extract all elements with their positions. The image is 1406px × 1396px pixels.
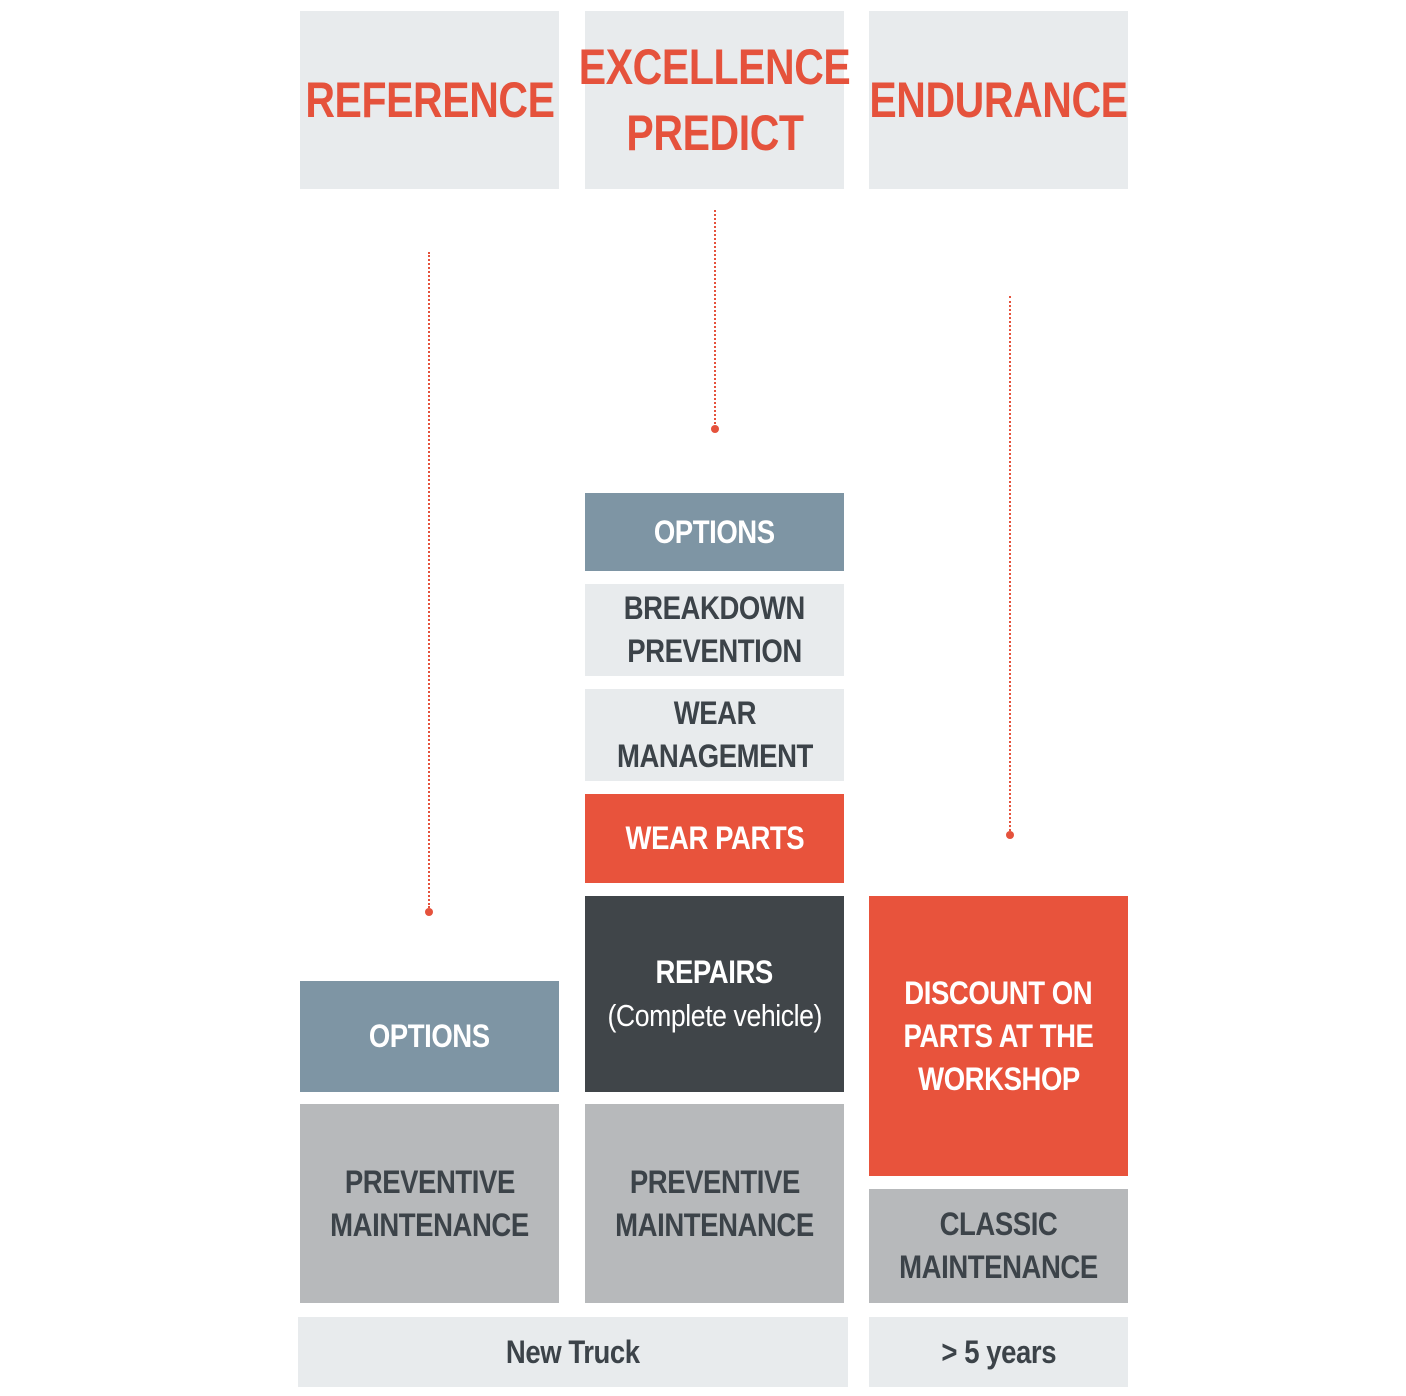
excellence-preventive-maintenance-block: PREVENTIVE MAINTENANCE	[585, 1104, 844, 1303]
footer-five-years-label: > 5 years	[941, 1333, 1056, 1370]
wear-parts-label: WEAR PARTS	[625, 820, 804, 856]
wear-management-block: WEAR MANAGEMENT	[585, 689, 844, 781]
repairs-block: REPAIRS (Complete vehicle)	[585, 896, 844, 1092]
excellence-options-label: OPTIONS	[654, 513, 775, 550]
endurance-connector-line	[1009, 296, 1011, 831]
repairs-line1: REPAIRS	[655, 954, 774, 990]
excellence-options-block: OPTIONS	[585, 493, 844, 571]
reference-options-block: OPTIONS	[300, 981, 559, 1092]
footer-new-truck: New Truck	[298, 1317, 848, 1387]
reference-preventive-line2: MAINTENANCE	[330, 1206, 529, 1243]
breakdown-line2: PREVENTION	[627, 633, 802, 669]
reference-preventive-line1: PREVENTIVE	[344, 1163, 515, 1200]
header-endurance-label: ENDURANCE	[869, 72, 1128, 128]
discount-line2: PARTS AT THE	[903, 1017, 1094, 1054]
discount-parts-block: DISCOUNT ON PARTS AT THE WORKSHOP	[869, 896, 1128, 1176]
wear-management-line2: MANAGEMENT	[616, 738, 813, 774]
header-reference: REFERENCE	[300, 11, 559, 189]
excellence-connector-dot	[711, 425, 719, 433]
discount-line3: WORKSHOP	[917, 1060, 1080, 1097]
breakdown-prevention-block: BREAKDOWN PREVENTION	[585, 584, 844, 676]
header-excellence-line2: PREDICT	[625, 105, 804, 161]
wear-parts-block: WEAR PARTS	[585, 794, 844, 883]
header-reference-label: REFERENCE	[304, 72, 555, 128]
footer-five-years: > 5 years	[869, 1317, 1128, 1387]
repairs-line2: (Complete vehicle)	[607, 998, 822, 1033]
reference-connector-line	[428, 252, 430, 908]
header-excellence-line1: EXCELLENCE	[578, 39, 851, 95]
breakdown-line1: BREAKDOWN	[623, 590, 806, 626]
endurance-connector-dot	[1006, 831, 1014, 839]
footer-new-truck-label: New Truck	[506, 1333, 640, 1370]
classic-line2: MAINTENANCE	[899, 1249, 1098, 1285]
reference-options-label: OPTIONS	[369, 1018, 490, 1054]
excellence-preventive-line1: PREVENTIVE	[629, 1163, 800, 1200]
classic-line1: CLASSIC	[939, 1206, 1058, 1242]
reference-preventive-maintenance-block: PREVENTIVE MAINTENANCE	[300, 1104, 559, 1303]
excellence-preventive-line2: MAINTENANCE	[615, 1206, 814, 1243]
wear-management-line1: WEAR	[673, 695, 756, 731]
header-endurance: ENDURANCE	[869, 11, 1128, 189]
classic-maintenance-block: CLASSIC MAINTENANCE	[869, 1189, 1128, 1303]
header-excellence-predict: EXCELLENCE PREDICT	[579, 11, 851, 189]
discount-line1: DISCOUNT ON	[904, 974, 1093, 1011]
excellence-connector-line	[714, 210, 716, 424]
reference-connector-dot	[425, 908, 433, 916]
